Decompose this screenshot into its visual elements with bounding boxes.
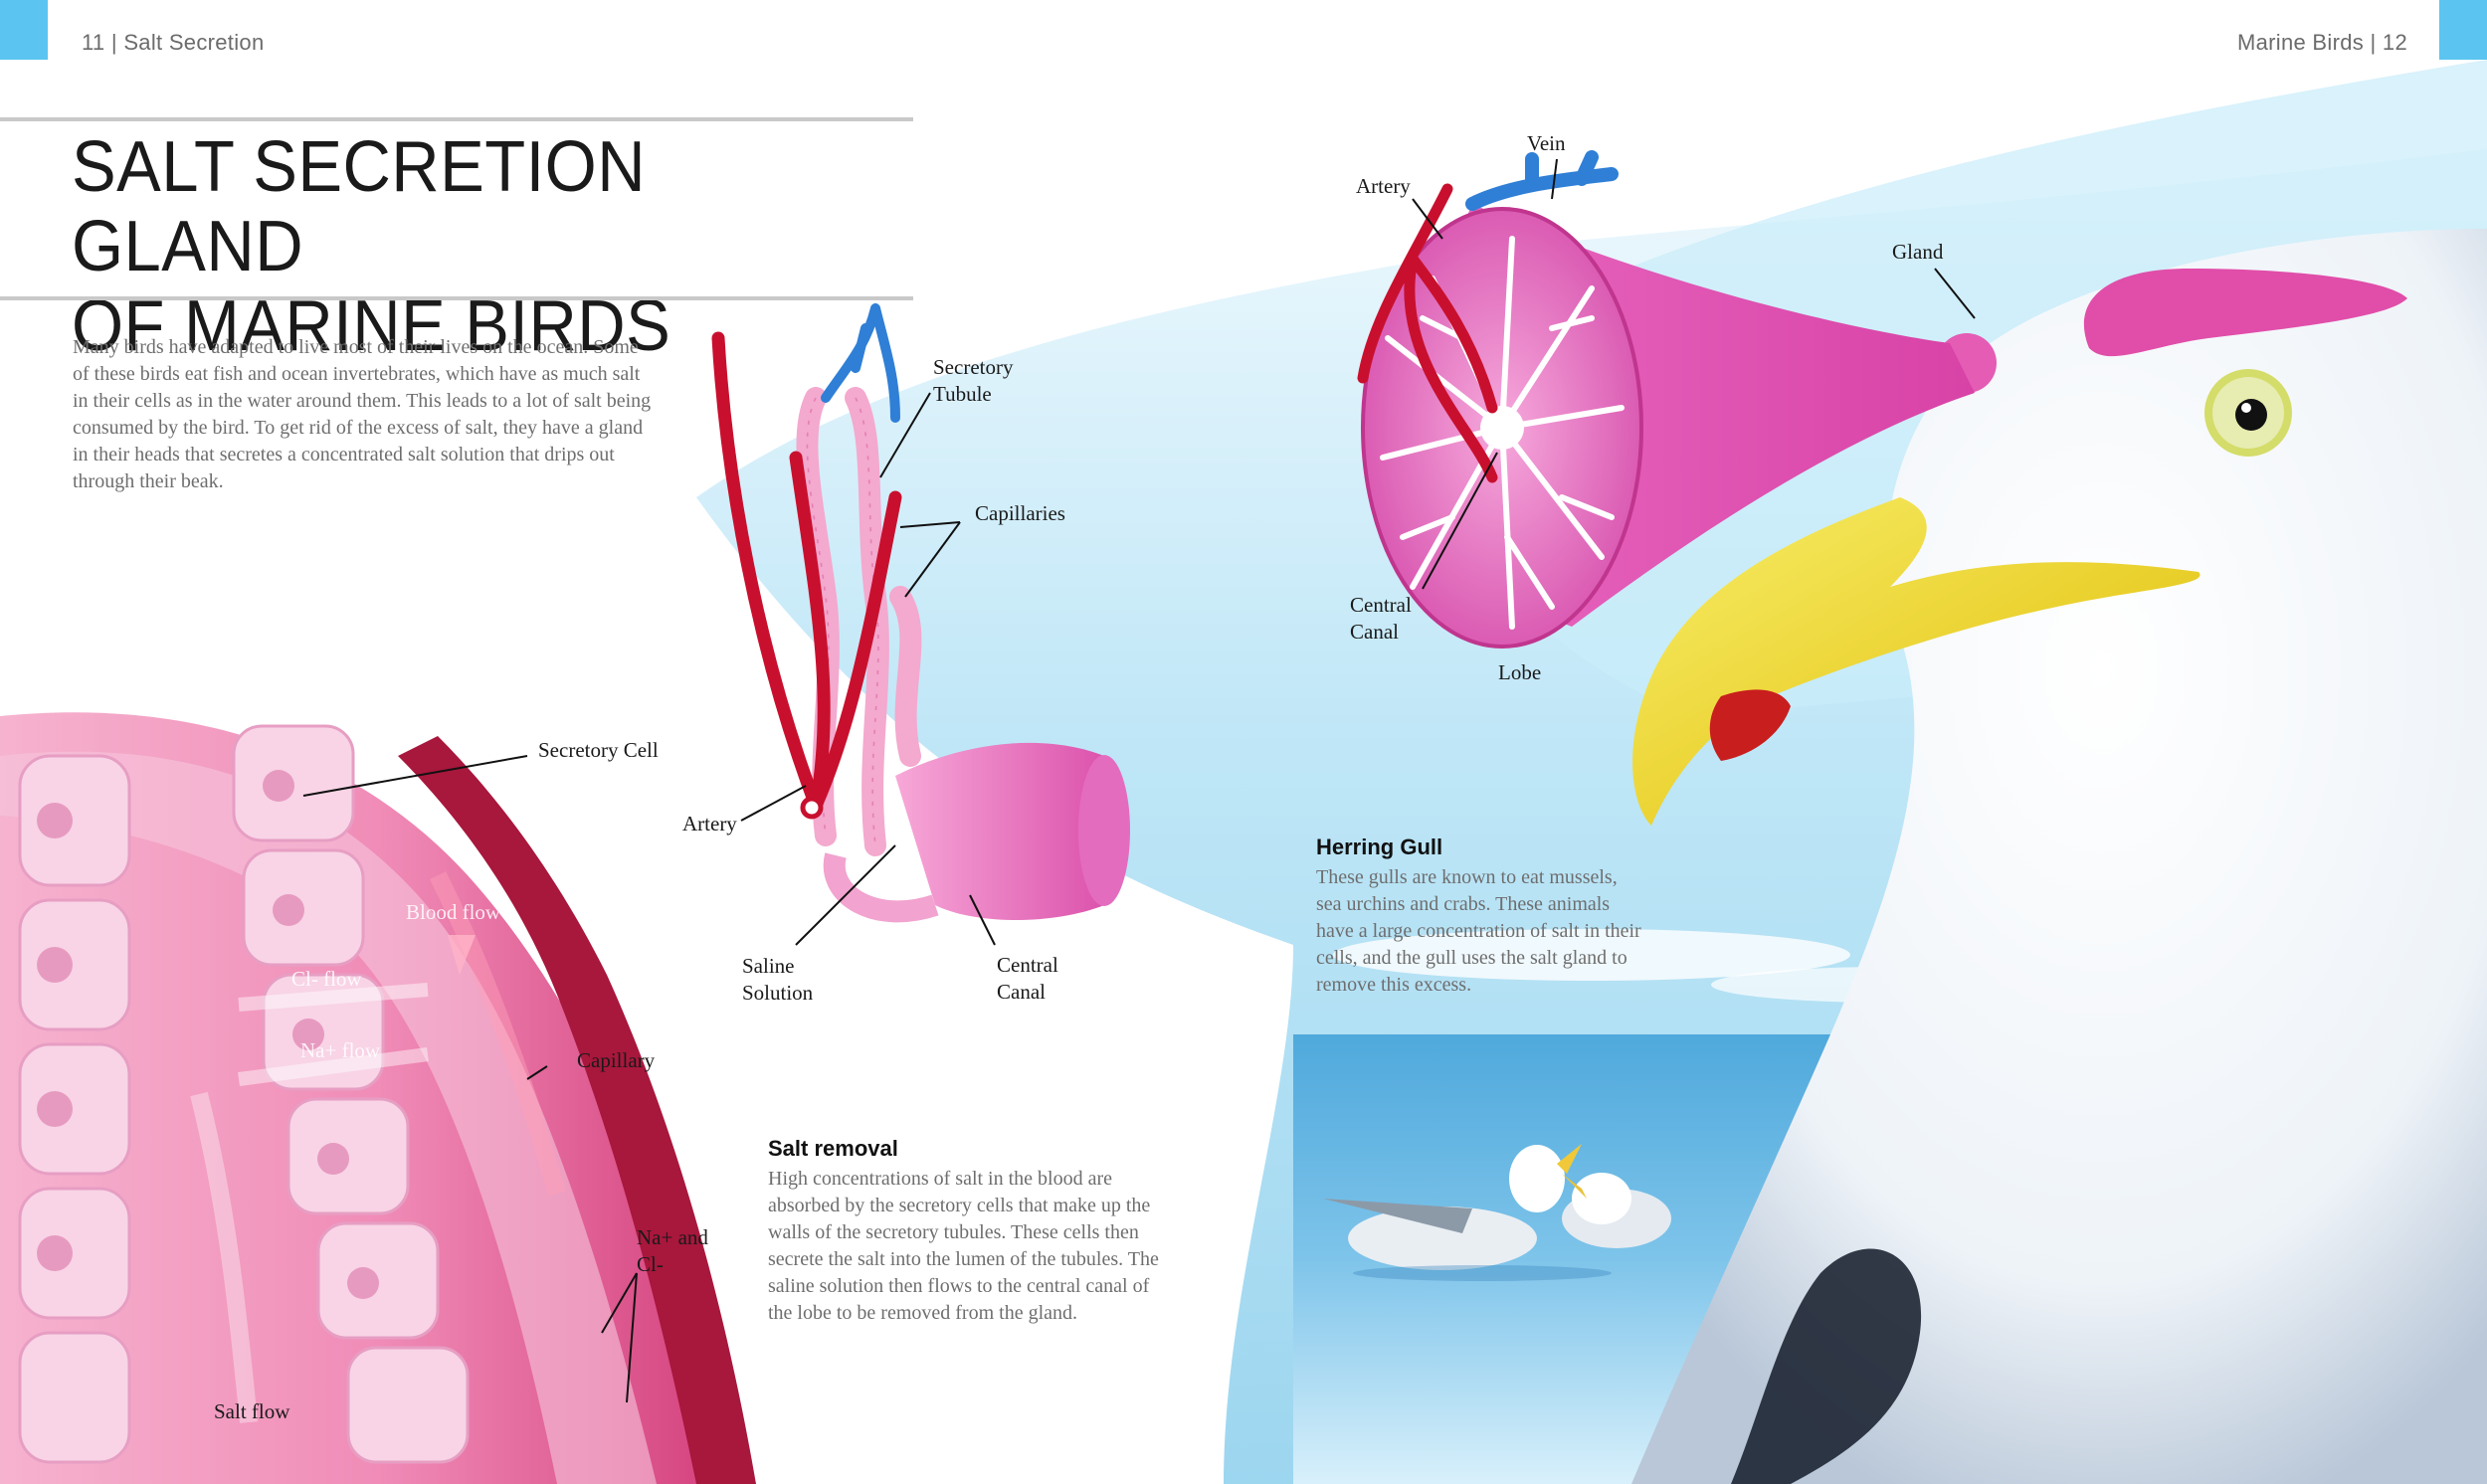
capillary-vessel [398,736,756,1484]
label-central-canal-lobe: Central Canal [1350,593,1412,644]
label-secretory-tubule: Secretory Tubule [933,355,1014,406]
label-blood-flow: Blood flow [406,900,501,924]
label-lobe: Lobe [1498,660,1542,684]
label-capillary: Capillary [577,1048,656,1072]
label-gland: Gland [1892,240,1944,264]
salt-removal-heading: Salt removal [768,1136,898,1161]
label-na-cl: Na+ and Cl- [637,1225,708,1276]
label-salt-flow: Salt flow [214,1399,290,1423]
running-header-left: 11 | Salt Secretion [82,30,264,56]
section-name-left: Salt Secretion [123,30,265,55]
page-number-left: 11 [82,30,105,55]
page-title-line-1: SALT SECRETION GLAND [72,127,647,286]
vein-vessel [1465,150,1619,211]
label-capillaries: Capillaries [975,501,1065,525]
herring-gull-heading: Herring Gull [1316,835,1443,859]
leader-lines [302,158,1976,1403]
ion-flow-arrow [238,1047,429,1086]
page-title: SALT SECRETION GLAND OF MARINE BIRDS [72,127,885,366]
secretory-cell-tissue [0,712,756,1484]
central-canal-tube [895,742,1127,920]
swimming-gulls [1323,1144,1671,1281]
secretory-tubule-illustration [711,303,1130,923]
salt-flow-arrow [190,1091,258,1423]
cloud [1333,929,1850,981]
vein-vessel-tubule [821,303,900,423]
section-name-right: Marine Birds [2236,30,2365,55]
label-artery-lobe: Artery [1356,174,1411,198]
label-secretory-cell: Secretory Cell [538,738,659,762]
running-header-right: Marine Birds | 12 [2237,30,2407,56]
title-rule-top [0,117,913,121]
ion-flow-arrow [238,983,429,1012]
salt-removal-text: High concentrations of salt in the blood… [768,1168,1159,1324]
herring-gull-box: Herring Gull These gulls are known to ea… [1316,835,1644,999]
label-central-canal-tubule: Central Canal [997,953,1058,1004]
page-tab-left [0,0,48,60]
gland-lobe-illustration [1357,150,1975,649]
page-tab-right [2439,0,2487,60]
herring-gull-text: These gulls are known to eat mussels, se… [1316,866,1641,996]
header-separator: | [2370,30,2377,55]
salt-removal-box: Salt removal High concentrations of salt… [768,1136,1166,1327]
page-number-right: 12 [2382,30,2407,55]
label-cl-flow: Cl- flow [291,967,362,991]
herring-gull-illustration [1631,229,2487,1484]
header-separator: | [110,30,117,55]
label-vein: Vein [1527,131,1566,155]
label-saline-solution: Saline Solution [742,954,814,1005]
intro-paragraph: Many birds have adapted to live most of … [73,336,652,492]
label-artery-tubule: Artery [682,812,737,835]
artery-vessel-tubule [711,331,902,813]
label-na-flow: Na+ flow [300,1038,381,1062]
artery-vessel [1357,183,1498,483]
title-rule-bottom [0,296,913,300]
